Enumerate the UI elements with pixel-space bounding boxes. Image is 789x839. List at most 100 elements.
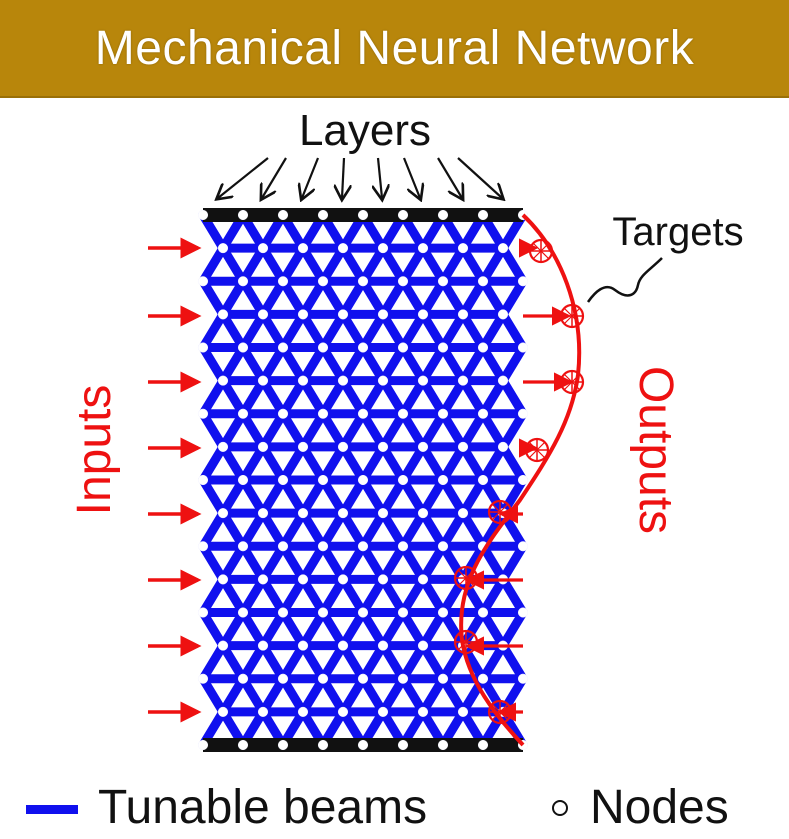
lattice-node	[197, 209, 209, 221]
beam	[318, 475, 348, 518]
lattice-node	[417, 309, 429, 320]
lattice-node	[417, 441, 429, 452]
beam	[298, 541, 328, 584]
beam	[318, 243, 348, 286]
lattice-node	[317, 541, 329, 552]
beam	[238, 574, 268, 617]
lattice-node	[397, 276, 409, 287]
beam	[478, 343, 508, 386]
beam	[398, 442, 428, 485]
beam	[498, 409, 528, 452]
beam	[378, 243, 408, 286]
beam	[498, 574, 528, 617]
target-crosshair	[528, 441, 546, 459]
beam	[398, 276, 428, 319]
beam	[378, 475, 408, 518]
down-arrow-icon	[457, 157, 502, 198]
beam	[498, 309, 528, 352]
beam	[198, 409, 228, 452]
lattice-node	[377, 375, 389, 386]
beam	[278, 608, 308, 651]
crosshair-circle-icon	[559, 369, 585, 395]
beam	[338, 574, 368, 617]
beam	[418, 343, 448, 386]
beam	[418, 475, 448, 518]
beam	[418, 608, 448, 651]
beam	[358, 574, 388, 617]
beam	[378, 674, 408, 717]
beam	[218, 641, 248, 684]
lattice-node	[417, 574, 429, 585]
lattice-node	[317, 408, 329, 419]
beam	[198, 508, 228, 551]
lattice-node	[277, 673, 289, 684]
beam	[258, 541, 288, 584]
beam	[258, 376, 288, 419]
beam	[378, 309, 408, 352]
beam	[298, 641, 328, 684]
targets-leader-line	[586, 257, 663, 303]
beam	[498, 276, 528, 319]
beam	[298, 376, 328, 419]
beam	[338, 508, 368, 551]
lattice-node	[357, 209, 369, 221]
lattice-node	[357, 739, 369, 751]
lattice-node	[377, 508, 389, 519]
beam	[418, 574, 448, 617]
lattice-node	[297, 508, 309, 519]
target-markers	[453, 238, 585, 725]
down-arrow-icon	[437, 157, 462, 198]
beam	[278, 442, 308, 485]
beam	[358, 276, 388, 319]
lattice-node	[337, 508, 349, 519]
beam	[398, 641, 428, 684]
beam	[198, 442, 228, 485]
node-legend-label: Nodes	[590, 781, 729, 834]
lattice-node	[437, 209, 449, 221]
lattice-node	[317, 342, 329, 353]
beam	[498, 376, 528, 419]
beam	[258, 475, 288, 518]
beam	[398, 674, 428, 717]
beam	[418, 409, 448, 452]
lattice-node	[437, 541, 449, 552]
beam	[218, 376, 248, 419]
crosshair-circle-icon	[453, 629, 479, 655]
lattice-node	[277, 607, 289, 618]
lattice-node	[397, 342, 409, 353]
beam	[258, 508, 288, 551]
beam	[258, 309, 288, 352]
beam	[378, 541, 408, 584]
lattice-node	[397, 739, 409, 751]
beam	[418, 674, 448, 717]
beam	[338, 409, 368, 452]
beam	[238, 409, 268, 452]
crosshair-circle-icon	[453, 565, 479, 591]
beam	[478, 641, 508, 684]
lattice-nodes	[197, 209, 529, 751]
lattice-node	[457, 508, 469, 519]
beam	[498, 243, 528, 286]
beam	[398, 343, 428, 386]
beam	[298, 475, 328, 518]
beam	[318, 343, 348, 386]
lattice-node	[497, 441, 509, 452]
lattice-node	[197, 739, 209, 751]
lattice-node	[377, 640, 389, 651]
down-arrow-icon	[342, 157, 344, 198]
lattice-node	[337, 706, 349, 717]
beam	[398, 309, 428, 352]
beam	[498, 674, 528, 717]
beam	[238, 243, 268, 286]
beam	[258, 243, 288, 286]
lattice-node	[417, 243, 429, 254]
lattice-node	[297, 706, 309, 717]
beam	[198, 574, 228, 617]
target-crosshair	[457, 633, 475, 651]
lattice-node	[237, 342, 249, 353]
beam	[418, 243, 448, 286]
beam	[338, 243, 368, 286]
beam	[258, 608, 288, 651]
input-arrows	[148, 237, 202, 723]
lattice-node	[237, 408, 249, 419]
